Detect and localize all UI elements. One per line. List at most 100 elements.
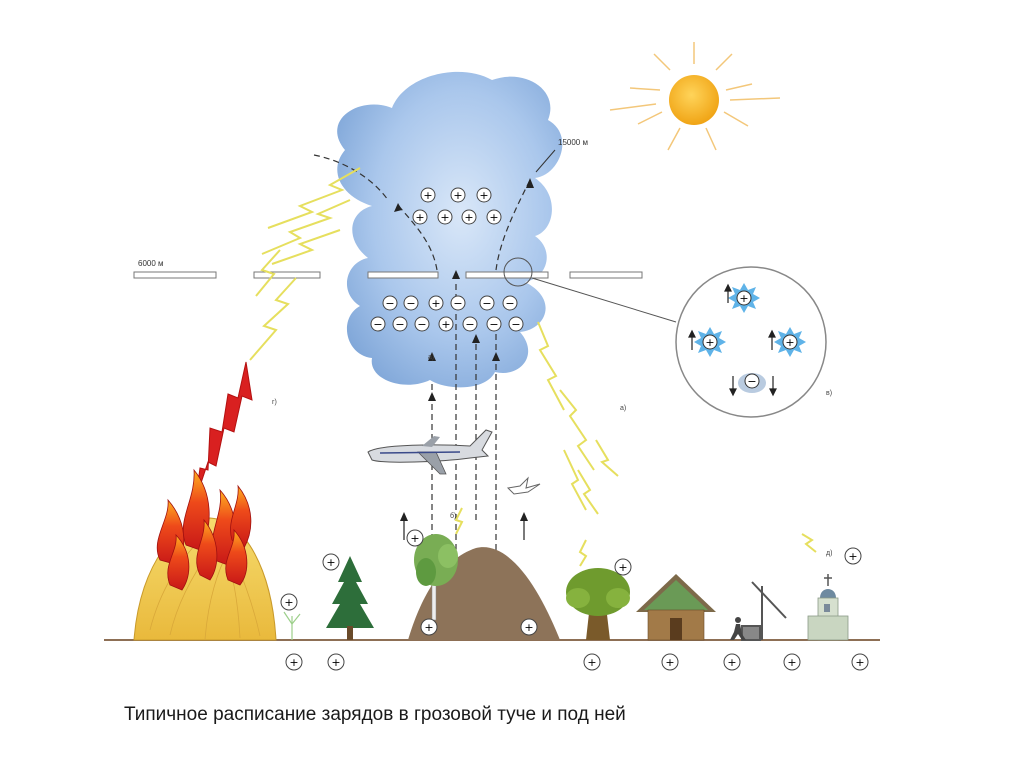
svg-text:+: + — [587, 656, 596, 669]
charge-minus: − — [486, 316, 502, 332]
svg-text:+: + — [618, 561, 627, 574]
svg-text:+: + — [705, 336, 714, 349]
charge-plus: + — [327, 653, 345, 671]
altitude-pointer — [535, 149, 556, 173]
charge-plus: + — [412, 209, 428, 225]
thundercloud — [337, 71, 563, 388]
svg-text:+: + — [848, 550, 857, 563]
charge-plus: + — [428, 295, 444, 311]
charge-plus: + — [406, 529, 424, 547]
charge-minus: − — [370, 316, 386, 332]
charge-plus: + — [280, 593, 298, 611]
label-d: д) — [826, 550, 832, 557]
charge-minus: − — [462, 316, 478, 332]
zoom-inset: + + + − в) — [503, 257, 832, 418]
svg-text:+: + — [787, 656, 796, 669]
label-a: а) — [620, 405, 626, 412]
svg-text:−: − — [489, 318, 498, 331]
svg-text:−: − — [747, 375, 756, 388]
lightning-bolts — [249, 167, 817, 567]
altitude-15000-label: 15000 м — [558, 138, 588, 147]
airflow-arrows — [394, 178, 534, 521]
charge-minus: − — [508, 316, 524, 332]
svg-text:+: + — [415, 211, 424, 224]
charge-plus: + — [844, 547, 862, 565]
church-icon — [807, 574, 849, 641]
charge-minus: − — [479, 295, 495, 311]
svg-text:+: + — [289, 656, 298, 669]
svg-text:−: − — [511, 318, 520, 331]
charge-plus: + — [476, 187, 492, 203]
charge-plus: + — [322, 553, 340, 571]
oak-tree-icon — [566, 568, 630, 640]
svg-text:−: − — [406, 297, 415, 310]
svg-text:+: + — [284, 596, 293, 609]
figure-caption: Типичное расписание зарядов в грозовой т… — [124, 704, 626, 725]
airplane-icon — [367, 429, 493, 475]
altitude-6000-label: 6000 м — [138, 259, 164, 268]
sun-icon — [609, 42, 781, 151]
bird-icon — [506, 476, 541, 495]
label-v: в) — [826, 390, 832, 397]
svg-text:+: + — [464, 211, 473, 224]
charge-plus: + — [420, 618, 438, 636]
altitude-6000-markers — [133, 271, 643, 279]
svg-text:+: + — [453, 189, 462, 202]
birch-tree-icon — [414, 534, 458, 621]
burning-haystack — [133, 468, 277, 641]
label-b: б) — [450, 512, 456, 520]
charge-plus: + — [486, 209, 502, 225]
svg-text:−: − — [482, 297, 491, 310]
charge-plus: + — [783, 653, 801, 671]
label-a2: а) — [428, 354, 434, 361]
charge-minus: − — [502, 295, 518, 311]
pine-tree-icon — [326, 556, 374, 640]
svg-text:+: + — [489, 211, 498, 224]
label-g: г) — [272, 399, 277, 406]
well-sweep-icon — [741, 581, 787, 641]
svg-text:+: + — [479, 189, 488, 202]
svg-text:−: − — [453, 297, 462, 310]
charge-plus: + — [420, 187, 436, 203]
grass-sprout-icon — [283, 611, 301, 640]
charge-plus: + — [851, 653, 869, 671]
svg-text:+: + — [665, 656, 674, 669]
svg-text:+: + — [441, 318, 450, 331]
charge-minus: − — [382, 295, 398, 311]
person-icon — [730, 617, 746, 640]
charge-plus: + — [583, 653, 601, 671]
ice-crystal-icon: + + + − — [694, 283, 806, 393]
svg-text:+: + — [855, 656, 864, 669]
charge-plus: + — [614, 558, 632, 576]
svg-text:+: + — [410, 532, 419, 545]
charge-plus: + — [285, 653, 303, 671]
charge-plus: + — [461, 209, 477, 225]
charge-minus: − — [450, 295, 466, 311]
svg-text:+: + — [785, 336, 794, 349]
red-lightning-bolt — [195, 361, 253, 499]
svg-text:−: − — [505, 297, 514, 310]
charge-plus: + — [437, 209, 453, 225]
negative-charges-lower: − − + − − − − − − + − − − — [370, 295, 524, 332]
svg-text:+: + — [424, 621, 433, 634]
positive-charges-upper: + + + + + + + — [412, 187, 502, 225]
charge-plus: + — [450, 187, 466, 203]
svg-text:+: + — [727, 656, 736, 669]
charge-plus: + — [438, 316, 454, 332]
charge-minus: − — [392, 316, 408, 332]
svg-text:+: + — [739, 292, 748, 305]
charge-plus: + — [723, 653, 741, 671]
svg-text:+: + — [524, 621, 533, 634]
ground-positive-charges: + + + + + + + + + + + + + + — [280, 529, 869, 671]
svg-text:+: + — [440, 211, 449, 224]
charge-minus: − — [403, 295, 419, 311]
svg-text:+: + — [331, 656, 340, 669]
svg-text:−: − — [417, 318, 426, 331]
svg-text:+: + — [431, 297, 440, 310]
svg-text:−: − — [373, 318, 382, 331]
svg-text:−: − — [465, 318, 474, 331]
svg-text:+: + — [423, 189, 432, 202]
hut-icon — [636, 574, 716, 641]
charge-minus: − — [414, 316, 430, 332]
